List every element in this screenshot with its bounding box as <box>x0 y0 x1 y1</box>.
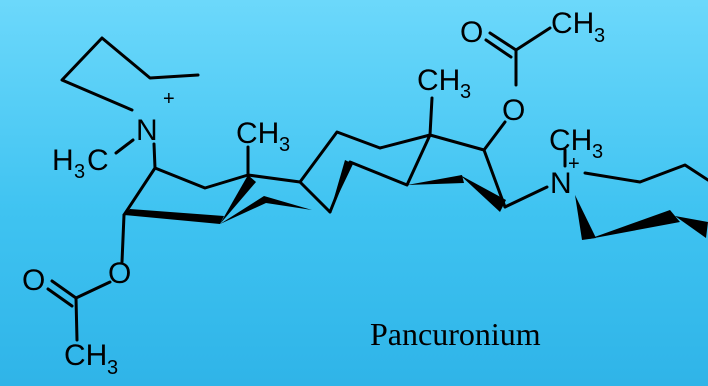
atom-c-methyl-left: C <box>87 144 109 177</box>
bond-ringd-n-right <box>503 185 549 209</box>
atom-ch-top-acetyl: CH <box>551 7 594 40</box>
wedge-right-ring-2 <box>589 210 680 239</box>
bond-carbonyl-right-2 <box>484 38 513 59</box>
wedge-ring-d-left <box>407 175 464 185</box>
atom-ch-n-methyl-right: CH <box>549 124 592 157</box>
atom-ch-c13: CH <box>417 64 460 97</box>
sub-n-methyl-right-3: 3 <box>592 141 603 163</box>
atom-o-bottom-ester: O <box>108 257 131 290</box>
wedge-right-ring-1 <box>575 195 596 240</box>
bond-right-ring-top <box>583 163 708 184</box>
atom-o-top-ester: O <box>502 94 525 127</box>
atom-o-bottom-carbonyl: O <box>22 264 45 297</box>
atom-ch-bottom-acetyl: CH <box>64 339 107 372</box>
atom-n-left: N <box>136 114 158 147</box>
bond-methyl-c13 <box>428 96 434 137</box>
compound-name: Pancuronium <box>370 316 541 352</box>
bond-ester-c-left <box>74 280 112 300</box>
bond-carbonyl-left-1 <box>50 279 78 300</box>
sub-bottom-acetyl-3: 3 <box>107 357 118 379</box>
atom-n-right: N <box>550 167 572 200</box>
wedge-ring-c <box>330 160 353 212</box>
wedge-ring-b <box>220 196 312 224</box>
bond-left-ring <box>60 36 200 112</box>
bond-acetyl-right <box>514 26 552 52</box>
wedge-ring-a-right <box>220 175 256 224</box>
sub-h3-methyl-left: 3 <box>74 161 85 183</box>
bond-ring-a <box>122 166 250 217</box>
sub-c10-3: 3 <box>279 134 290 156</box>
sub-c13-3: 3 <box>460 81 471 103</box>
charge-n-right: + <box>568 153 580 175</box>
wedge-right-ring-3 <box>675 216 708 238</box>
atom-ch-c10: CH <box>236 117 279 150</box>
bond-acetyl-left <box>74 296 79 342</box>
charge-n-left: + <box>163 88 175 110</box>
wedge-ring-d-right <box>460 175 506 212</box>
bond-n-methyl-left <box>114 138 135 155</box>
bond-carbonyl-right-1 <box>488 31 518 52</box>
atom-o-top-carbonyl: O <box>460 16 483 49</box>
sub-top-acetyl-3: 3 <box>594 25 605 47</box>
bond-o-ester-right <box>482 120 507 152</box>
atom-h-methyl-left: H <box>52 144 74 177</box>
bond-n-ringc-left <box>152 142 157 170</box>
wedge-ring-a-bottom <box>124 209 224 224</box>
bond-o-ester-left <box>120 213 126 264</box>
bond-carbonyl-left-2 <box>46 287 74 308</box>
